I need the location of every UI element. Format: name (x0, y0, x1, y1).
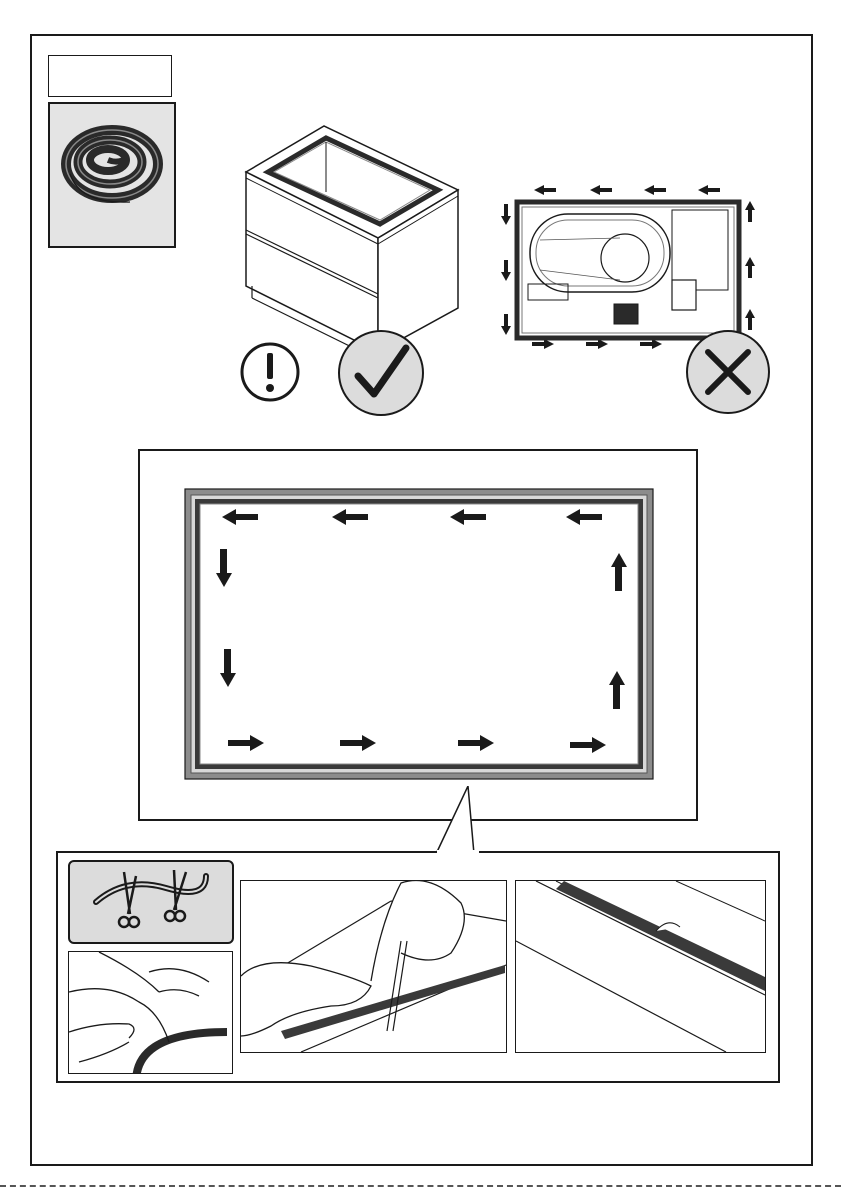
hand-icon (241, 881, 506, 1052)
cabinet-illustration (238, 120, 468, 360)
title-label-box (48, 55, 172, 97)
hob-underside-panel (500, 180, 770, 350)
gasket-tape-roll-icon (50, 104, 174, 246)
scissors-icon (70, 862, 232, 942)
seal-joint-icon (516, 881, 765, 1052)
apply-seal-panel (240, 880, 507, 1053)
cross-mark-icon (684, 328, 772, 416)
cut-seal-panel (68, 951, 233, 1074)
seal-direction-panel (138, 449, 698, 821)
exclamation-icon (238, 340, 302, 404)
callout-pointer (430, 786, 490, 856)
seal-joint-panel (515, 880, 766, 1053)
hand-icon (69, 952, 232, 1073)
gasket-roll-panel (48, 102, 176, 248)
scissors-panel (68, 860, 234, 944)
check-mark-icon (336, 328, 426, 418)
cut-line (0, 1185, 841, 1187)
